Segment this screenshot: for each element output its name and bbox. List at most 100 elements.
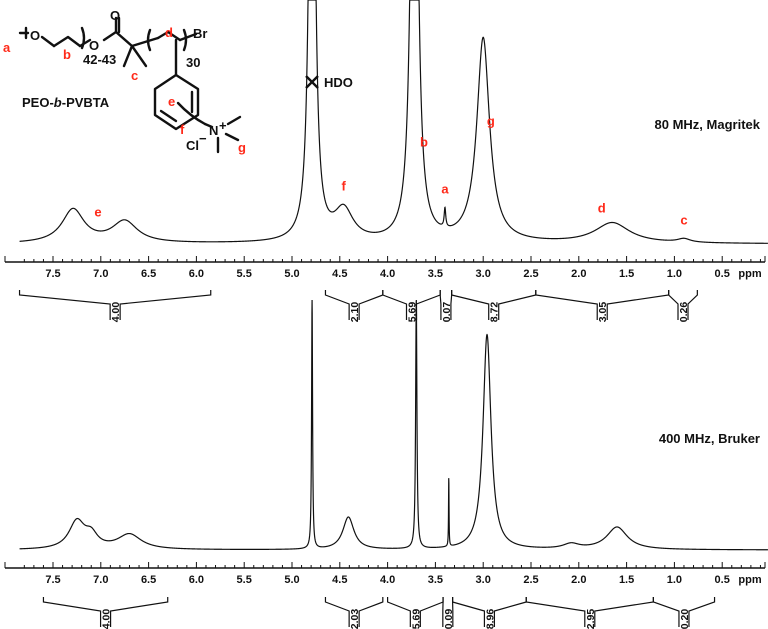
x-tick-label: 6.0: [189, 574, 204, 586]
integral-bracket: [387, 597, 411, 627]
integral-value: 0.20: [679, 609, 691, 629]
x-tick-label: 6.0: [189, 268, 204, 280]
integral-bracket: [688, 597, 716, 627]
integral-bracket: [358, 290, 384, 320]
hdo-label: HDO: [324, 75, 353, 90]
integral-bracket: [18, 290, 111, 320]
structure-label-g: g: [238, 140, 246, 155]
integral-value: 2.10: [349, 302, 361, 323]
integral-bracket: [382, 290, 408, 320]
x-tick-label: 2.5: [523, 268, 538, 280]
x-axis-label: ppm: [738, 574, 761, 586]
x-tick-label: 5.5: [237, 268, 252, 280]
spectrum-panel-0: 7.5 7.0 6.5 6.0 5.5 5.0 4.5 4.0 3.5 3.0 2.5 2.0 1.5 1…: [4, 0, 768, 323]
peak-label-b: b: [420, 135, 428, 150]
x-tick-label: 1.0: [667, 574, 682, 586]
integral-bracket: [451, 290, 490, 320]
x-tick-label: 2.0: [571, 574, 586, 586]
oxygen-atom: O: [89, 38, 99, 53]
integral-bracket: [439, 290, 442, 320]
peak-label-e: e: [94, 205, 101, 220]
spectrum-title-400mhz: 400 MHz, Bruker: [659, 431, 760, 446]
peo-repeat-count: 42-43: [83, 52, 116, 67]
integral-value: 0.26: [678, 302, 690, 323]
x-tick-label: 3.5: [428, 574, 443, 586]
structure-label-f: f: [180, 122, 185, 137]
peak-label-f: f: [341, 178, 346, 193]
structure-label-d: d: [165, 25, 173, 40]
integral-value: 0.07: [441, 302, 453, 323]
x-tick-label: 4.5: [332, 574, 347, 586]
integral-bracket: [652, 597, 680, 627]
negative-charge: −: [199, 131, 207, 146]
x-tick-label: 1.5: [619, 268, 634, 280]
hdo-marker: HDO: [305, 75, 353, 90]
x-tick-label: 6.5: [141, 574, 156, 586]
x-tick-label: 3.0: [476, 574, 491, 586]
integral-bracket: [324, 290, 350, 320]
chloride-ion: Cl: [186, 138, 199, 153]
peak-label-c: c: [680, 212, 687, 227]
x-tick-label: 7.0: [93, 574, 108, 586]
x-tick-label: 2.5: [523, 574, 538, 586]
integral-bracket: [606, 290, 670, 320]
oxygen-atom: O: [30, 28, 40, 43]
x-tick-label: 1.0: [667, 268, 682, 280]
x-tick-label: 7.5: [45, 574, 60, 586]
x-tick-label: 3.5: [428, 268, 443, 280]
oxygen-atom: O: [110, 8, 120, 23]
x-tick-label: 0.5: [715, 574, 730, 586]
integral-value: 8.72: [489, 302, 501, 323]
integral-bracket: [535, 290, 598, 320]
x-tick-label: 3.0: [476, 268, 491, 280]
integral-value: 4.00: [101, 609, 113, 629]
positive-charge: +: [219, 118, 227, 133]
spectrum-title-80mhz: 80 MHz, Magritek: [655, 117, 761, 132]
x-tick-label: 5.0: [284, 268, 299, 280]
nitrogen-atom: N: [209, 123, 218, 138]
x-tick-label: 2.0: [571, 268, 586, 280]
x-tick-label: 4.0: [380, 574, 395, 586]
structure-label-e: e: [168, 94, 175, 109]
spectrum-trace: [19, 0, 768, 244]
x-tick-label: 7.5: [45, 268, 60, 280]
integral-bracket: [668, 290, 679, 320]
structure-label-a: a: [3, 40, 11, 55]
integral-bracket: [594, 597, 654, 627]
integral-bracket: [324, 597, 350, 627]
polymer-name: PEO-b-PVBTA: [22, 95, 110, 110]
pvbta-repeat-count: 30: [186, 55, 200, 70]
structure-label-c: c: [131, 68, 138, 83]
integral-value: 8.96: [484, 609, 496, 629]
integral-bracket: [498, 290, 537, 320]
peak-label-a: a: [441, 181, 449, 196]
chemical-structure: a O b O O 42-43 c d Br 30 e f N + Cl − g…: [3, 8, 246, 155]
integral-value: 3.05: [597, 302, 609, 323]
x-tick-label: 4.5: [332, 268, 347, 280]
x-tick-label: 1.5: [619, 574, 634, 586]
x-tick-label: 6.5: [141, 268, 156, 280]
structure-label-b: b: [63, 47, 71, 62]
integral-value: 2.03: [349, 609, 361, 629]
integral-bracket: [119, 290, 212, 320]
spectrum-trace: [19, 299, 768, 551]
x-tick-label: 5.5: [237, 574, 252, 586]
integral-value: 4.00: [110, 302, 122, 323]
integral-bracket: [109, 597, 169, 627]
x-tick-label: 0.5: [715, 268, 730, 280]
integral-bracket: [525, 597, 586, 627]
integral-bracket: [493, 597, 527, 627]
integral-bracket: [419, 597, 444, 627]
integral-value: 0.09: [443, 609, 455, 629]
x-tick-label: 7.0: [93, 268, 108, 280]
x-axis-label: ppm: [738, 268, 761, 280]
bracket: [80, 26, 86, 50]
integral-bracket: [687, 290, 698, 320]
integral-value: 5.69: [410, 609, 422, 629]
x-tick-label: 4.0: [380, 268, 395, 280]
integral-bracket: [358, 597, 384, 627]
peak-label-d: d: [598, 200, 606, 215]
integral-value: 2.95: [585, 609, 597, 629]
